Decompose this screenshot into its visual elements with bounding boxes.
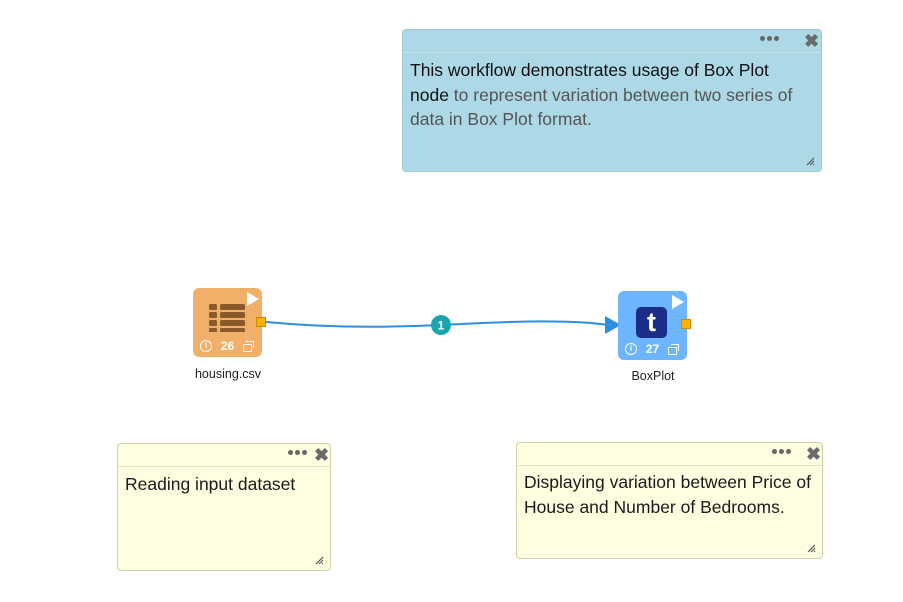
tableau-t-icon: t bbox=[636, 307, 667, 338]
connection-arrowhead bbox=[605, 316, 621, 334]
more-options-icon[interactable] bbox=[772, 449, 791, 454]
output-port[interactable] bbox=[256, 317, 266, 327]
copy-icon[interactable] bbox=[667, 344, 680, 355]
more-options-icon[interactable] bbox=[288, 450, 307, 455]
resize-handle-icon[interactable] bbox=[806, 157, 815, 166]
note-displaying-text: Displaying variation between Price of Ho… bbox=[524, 472, 811, 517]
note-reading[interactable]: ✖ Reading input dataset bbox=[117, 443, 331, 571]
connection-badge bbox=[431, 315, 451, 335]
run-icon[interactable] bbox=[672, 295, 684, 309]
info-icon[interactable]: i bbox=[625, 343, 637, 355]
resize-handle-icon[interactable] bbox=[807, 544, 816, 553]
connection-badge-number: 1 bbox=[438, 319, 445, 333]
node-footer: i 26 bbox=[200, 339, 255, 353]
node-boxplot[interactable]: t i 27 bbox=[618, 291, 687, 360]
close-icon[interactable]: ✖ bbox=[804, 31, 820, 51]
note-header[interactable]: ✖ bbox=[403, 30, 821, 53]
node-footer: i 27 bbox=[625, 342, 680, 356]
note-intro-text: This workflow demonstrates usage of Box … bbox=[410, 58, 805, 132]
note-header[interactable]: ✖ bbox=[118, 444, 330, 467]
note-reading-text: Reading input dataset bbox=[125, 474, 296, 494]
node-housing-csv[interactable]: i 26 bbox=[193, 288, 262, 357]
note-intro[interactable]: ✖ This workflow demonstrates usage of Bo… bbox=[402, 29, 822, 172]
node-id: 26 bbox=[220, 339, 235, 353]
node-label-boxplot: BoxPlot bbox=[631, 369, 675, 383]
note-intro-bold: This workflow demonstrates usage of Box … bbox=[410, 60, 769, 105]
close-icon[interactable]: ✖ bbox=[314, 445, 330, 465]
note-intro-rest: to represent variation between two serie… bbox=[410, 84, 793, 130]
table-icon bbox=[209, 304, 245, 332]
copy-icon[interactable] bbox=[242, 341, 255, 352]
note-displaying[interactable]: ✖ Displaying variation between Price of … bbox=[516, 442, 823, 559]
node-id: 27 bbox=[645, 342, 660, 356]
more-options-icon[interactable] bbox=[760, 36, 779, 41]
info-icon[interactable]: i bbox=[200, 340, 212, 352]
node-label-housing-csv: housing.csv bbox=[194, 367, 261, 381]
resize-handle-icon[interactable] bbox=[315, 556, 324, 565]
run-icon[interactable] bbox=[247, 292, 259, 306]
output-port[interactable] bbox=[681, 319, 691, 329]
close-icon[interactable]: ✖ bbox=[806, 444, 822, 464]
note-header[interactable]: ✖ bbox=[517, 443, 822, 466]
